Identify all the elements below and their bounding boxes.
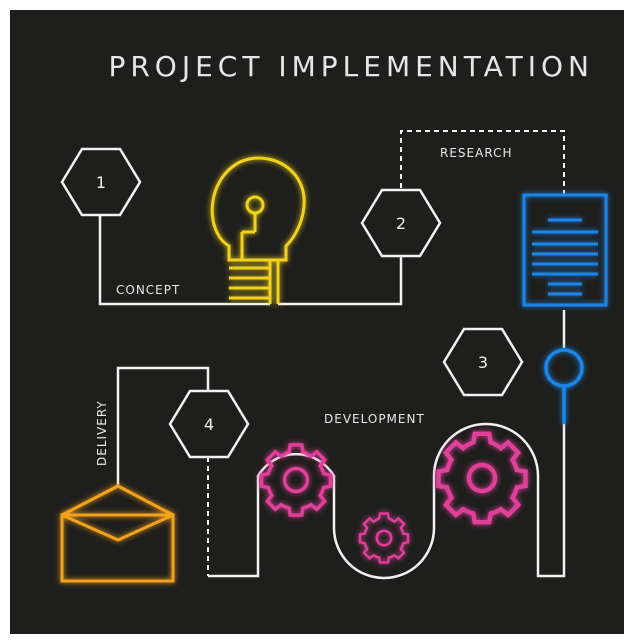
- step-2-number: 2: [396, 214, 406, 233]
- step-4-number: 4: [204, 415, 214, 434]
- envelope-icon: [60, 484, 175, 583]
- gear-icon-right: [439, 434, 526, 522]
- step-1-number: 1: [96, 173, 106, 192]
- document-icon: [522, 193, 608, 307]
- step-4-label: DELIVERY: [95, 400, 109, 466]
- connector-concept-step2: [278, 257, 403, 306]
- step-3-hexagon: [442, 327, 524, 397]
- connector-step1-concept: [98, 212, 270, 306]
- magnifier-icon: [544, 348, 584, 424]
- step-2-hexagon: [360, 188, 442, 258]
- connector-step4-delivery: [116, 366, 210, 486]
- lightbulb-icon: [210, 156, 306, 304]
- step-4-hexagon: [168, 389, 250, 459]
- step-1-hexagon: [60, 147, 142, 217]
- gear-icon-left: [259, 443, 333, 517]
- step-2-label: RESEARCH: [440, 146, 512, 160]
- step-3-number: 3: [478, 353, 488, 372]
- step-1-label: CONCEPT: [116, 283, 180, 297]
- gear-icon-bottom: [358, 512, 410, 564]
- page-title: PROJECT IMPLEMENTATION: [108, 50, 594, 83]
- step-3-label: DEVELOPMENT: [324, 412, 425, 426]
- connector-research-dashed: [400, 130, 565, 195]
- infographic-board: [10, 10, 624, 634]
